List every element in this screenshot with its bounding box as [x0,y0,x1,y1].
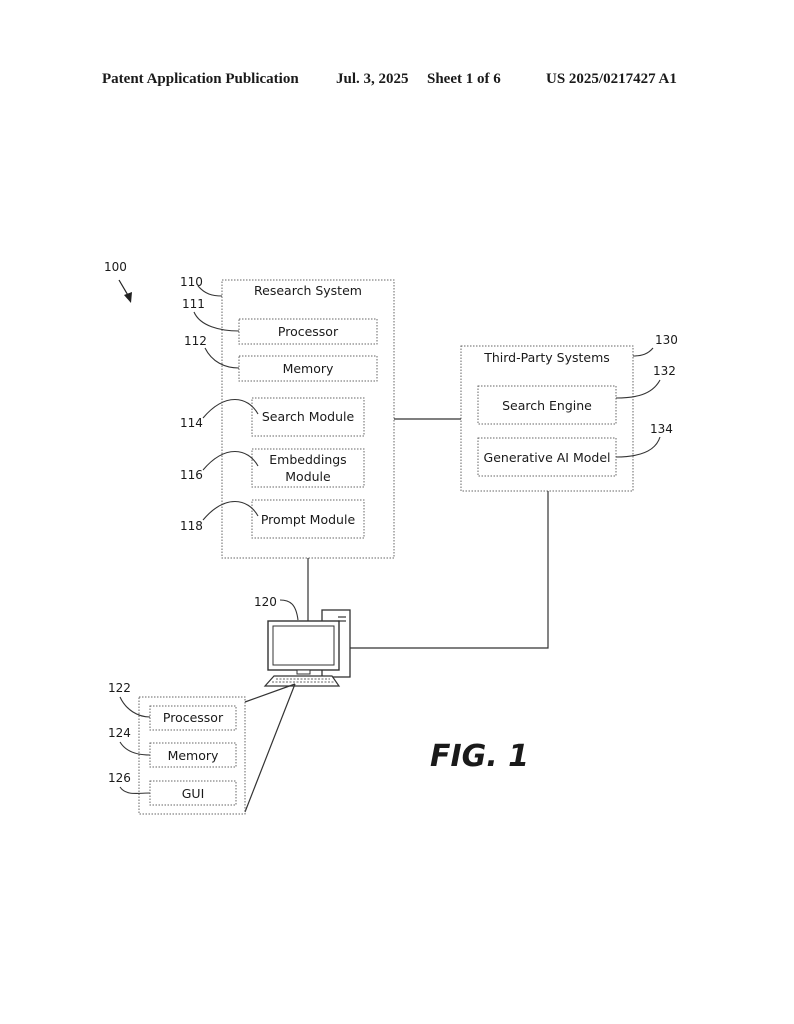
ud-memory-ref: 124 [108,726,131,740]
tp-search-engine-ref: 132 [653,364,676,378]
research-system: Research System 110 Processor 111 Memory… [180,275,395,559]
tp-gen-ai-ref: 134 [650,422,673,436]
rs-processor-label: Processor [278,324,339,339]
rs-memory-label: Memory [283,361,334,376]
ud-memory-label: Memory [168,748,219,763]
computer-leader [279,599,299,621]
rs-search-module-label: Search Module [262,409,355,424]
rs-prompt-module-label: Prompt Module [261,512,356,527]
tp-search-engine-box [477,385,617,425]
ud-processor-leader [119,696,151,718]
rs-embeddings-module-leader [202,451,259,471]
third-party-leader [632,347,654,357]
ud-processor-ref: 122 [108,681,131,695]
tp-gen-ai-label: Generative AI Model [484,450,611,465]
third-party-to-computer-link [350,491,549,649]
callout-line-bottom [244,683,296,813]
rs-prompt-module-ref: 118 [180,519,203,533]
third-party-ref: 130 [655,333,678,347]
patent-number: US 2025/0217427 A1 [546,71,677,87]
third-party-systems: Third-Party Systems 130 Search Engine 13… [460,333,678,492]
ud-memory-leader [119,741,151,756]
rs-search-module-ref: 114 [180,416,203,430]
rs-embeddings-module-ref: 116 [180,468,203,482]
rs-memory-ref: 112 [184,334,207,348]
overall-ref-label: 100 [104,260,127,274]
overall-ref-arrow [118,279,132,303]
page-header: Patent Application Publication Jul. 3, 2… [102,71,677,87]
publication-date: Jul. 3, 2025 [336,71,409,87]
rs-embeddings-label-line1: Embeddings [269,452,346,467]
rs-processor-ref: 111 [182,297,205,311]
rs-processor-leader [193,311,240,332]
tp-gen-ai-leader [615,436,661,458]
rs-embeddings-label-line2: Module [285,469,331,484]
ud-gui-ref: 126 [108,771,131,785]
third-party-box [460,345,634,492]
publication-title: Patent Application Publication [102,71,299,87]
rs-memory-leader [204,347,240,369]
user-device-detail: Processor 122 Memory 124 GUI 126 [108,681,246,815]
research-system-title: Research System [254,283,362,298]
callout-line-top [244,683,296,703]
sheet-number: Sheet 1 of 6 [427,71,501,87]
research-system-ref: 110 [180,275,203,289]
research-system-leader [197,285,223,297]
rs-search-module-leader [202,399,259,419]
ud-processor-label: Processor [163,710,224,725]
computer-ref: 120 [254,595,277,609]
computer-icon [263,609,351,687]
figure-caption: FIG. 1 [430,739,529,774]
connections [307,418,549,649]
ud-gui-leader [119,786,151,795]
rs-prompt-module-leader [202,501,259,521]
user-device-box [138,696,246,815]
third-party-title: Third-Party Systems [483,350,610,365]
ud-gui-label: GUI [182,786,205,801]
tp-search-engine-leader [615,379,661,399]
tp-search-engine-label: Search Engine [502,398,592,413]
ud-processor-box [149,705,237,731]
